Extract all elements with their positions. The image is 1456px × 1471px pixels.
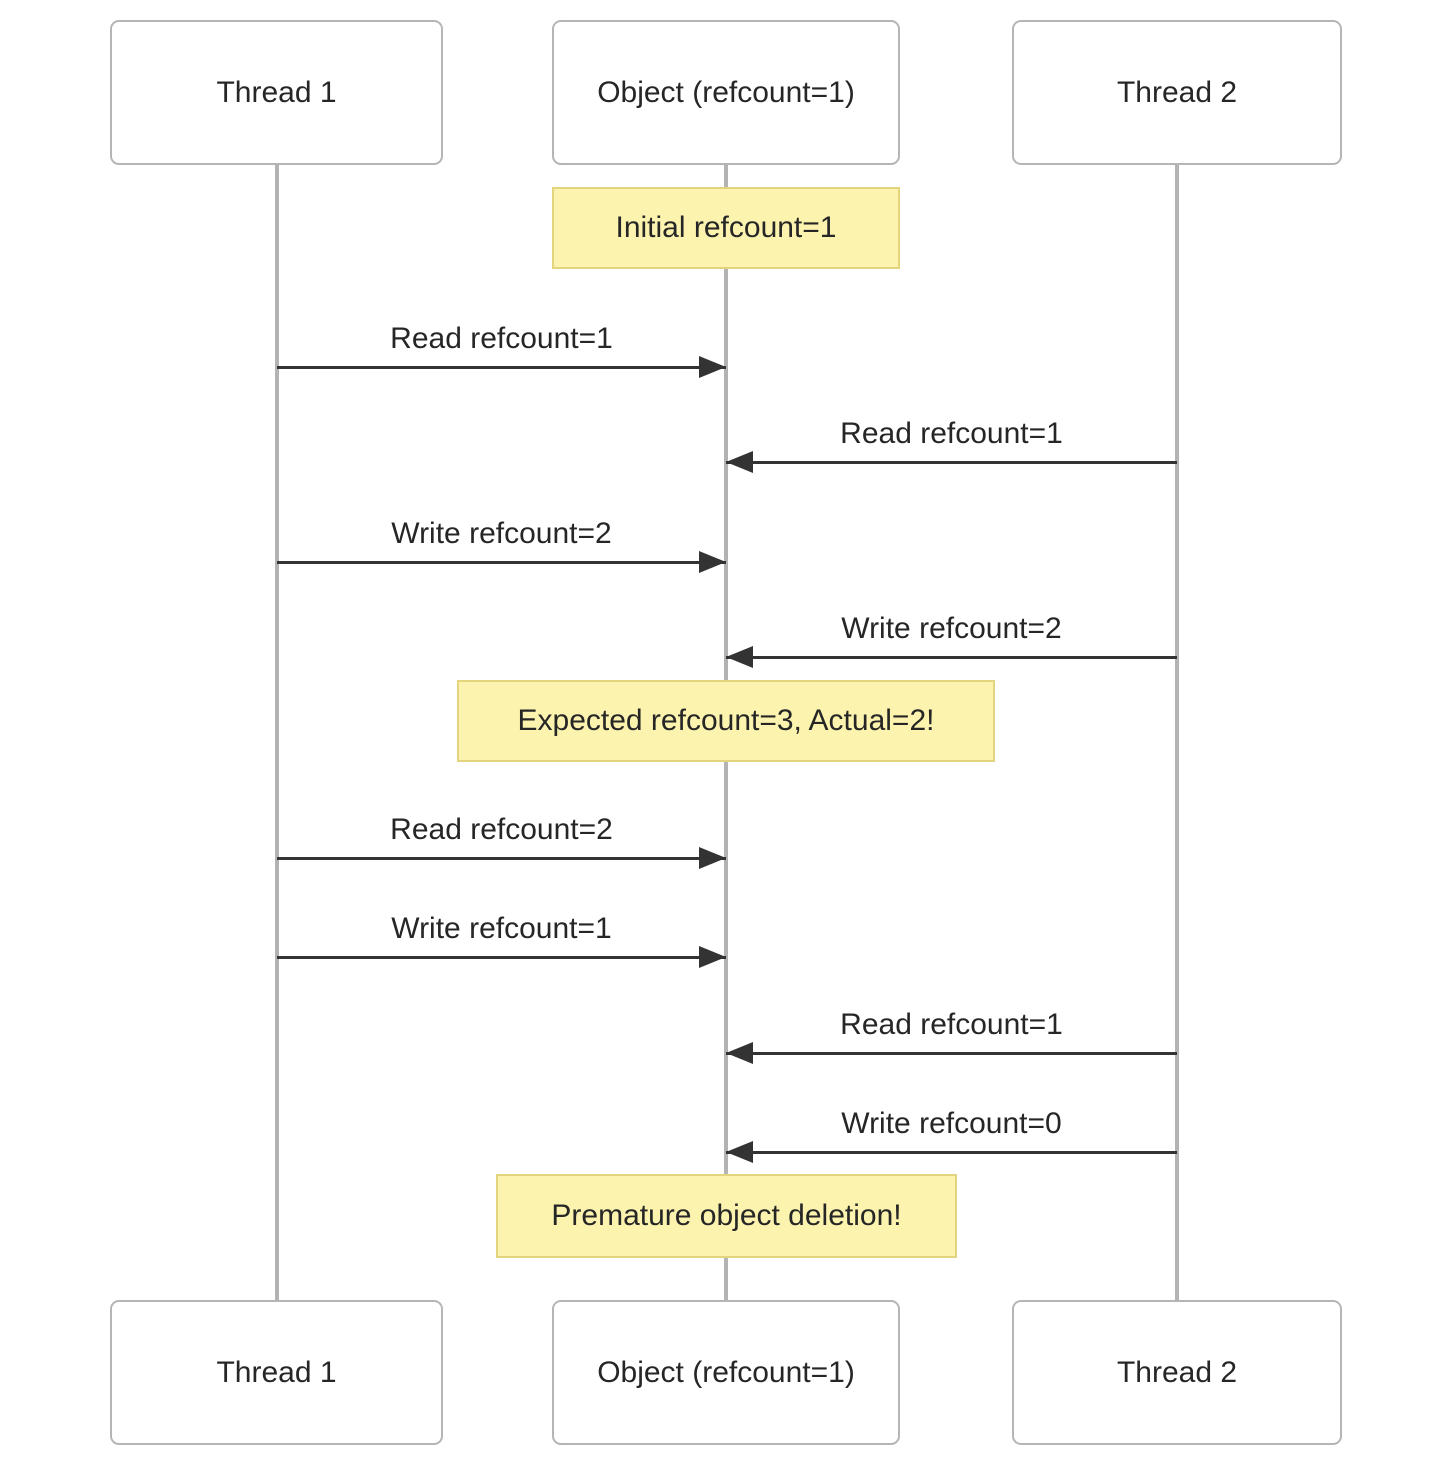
note-premature-deletion: Premature object deletion! <box>496 1174 957 1258</box>
message-label: Read refcount=1 <box>840 417 1063 450</box>
actor-top-object: Object (refcount=1) <box>552 20 900 165</box>
actor-label: Thread 1 <box>216 1355 337 1389</box>
message-line <box>277 856 726 860</box>
actor-label: Object (refcount=1) <box>597 1355 855 1389</box>
actor-bottom-thread-1: Thread 1 <box>110 1300 443 1445</box>
arrowhead-left-icon <box>726 1042 753 1064</box>
note-label: Expected refcount=3, Actual=2! <box>517 704 935 737</box>
actor-label: Thread 2 <box>1116 75 1238 109</box>
note-label: Initial refcount=1 <box>615 211 837 244</box>
message-label: Read refcount=2 <box>390 813 613 846</box>
message-line <box>277 955 726 959</box>
arrowhead-left-icon <box>726 1141 753 1163</box>
message-label: Write refcount=0 <box>841 1107 1062 1140</box>
lifeline-thread-1 <box>275 165 279 1300</box>
lifeline-thread-2 <box>1175 165 1179 1300</box>
message-line <box>726 1051 1177 1055</box>
message-label: Write refcount=1 <box>391 912 612 945</box>
note-label: Premature object deletion! <box>551 1199 902 1232</box>
arrowhead-left-icon <box>726 451 753 473</box>
actor-top-thread-1: Thread 1 <box>110 20 443 165</box>
message-label: Write refcount=2 <box>841 612 1062 645</box>
actor-top-thread-2: Thread 2 <box>1012 20 1342 165</box>
actor-bottom-object: Object (refcount=1) <box>552 1300 900 1445</box>
message-label: Read refcount=1 <box>840 1008 1063 1041</box>
message-line <box>726 1150 1177 1154</box>
message-label: Read refcount=1 <box>390 322 613 355</box>
arrowhead-right-icon <box>699 356 726 378</box>
actor-bottom-thread-2: Thread 2 <box>1012 1300 1342 1445</box>
arrowhead-right-icon <box>699 847 726 869</box>
note-initial-refcount: Initial refcount=1 <box>552 187 900 269</box>
arrowhead-right-icon <box>699 946 726 968</box>
arrowhead-left-icon <box>726 646 753 668</box>
message-line <box>277 365 726 369</box>
actor-label: Object (refcount=1) <box>597 75 855 109</box>
message-line <box>277 560 726 564</box>
note-expected-vs-actual: Expected refcount=3, Actual=2! <box>457 680 995 762</box>
arrowhead-right-icon <box>699 551 726 573</box>
message-label: Write refcount=2 <box>391 517 612 550</box>
actor-label: Thread 1 <box>216 75 337 109</box>
actor-label: Thread 2 <box>1116 1355 1238 1389</box>
message-line <box>726 460 1177 464</box>
message-line <box>726 655 1177 659</box>
